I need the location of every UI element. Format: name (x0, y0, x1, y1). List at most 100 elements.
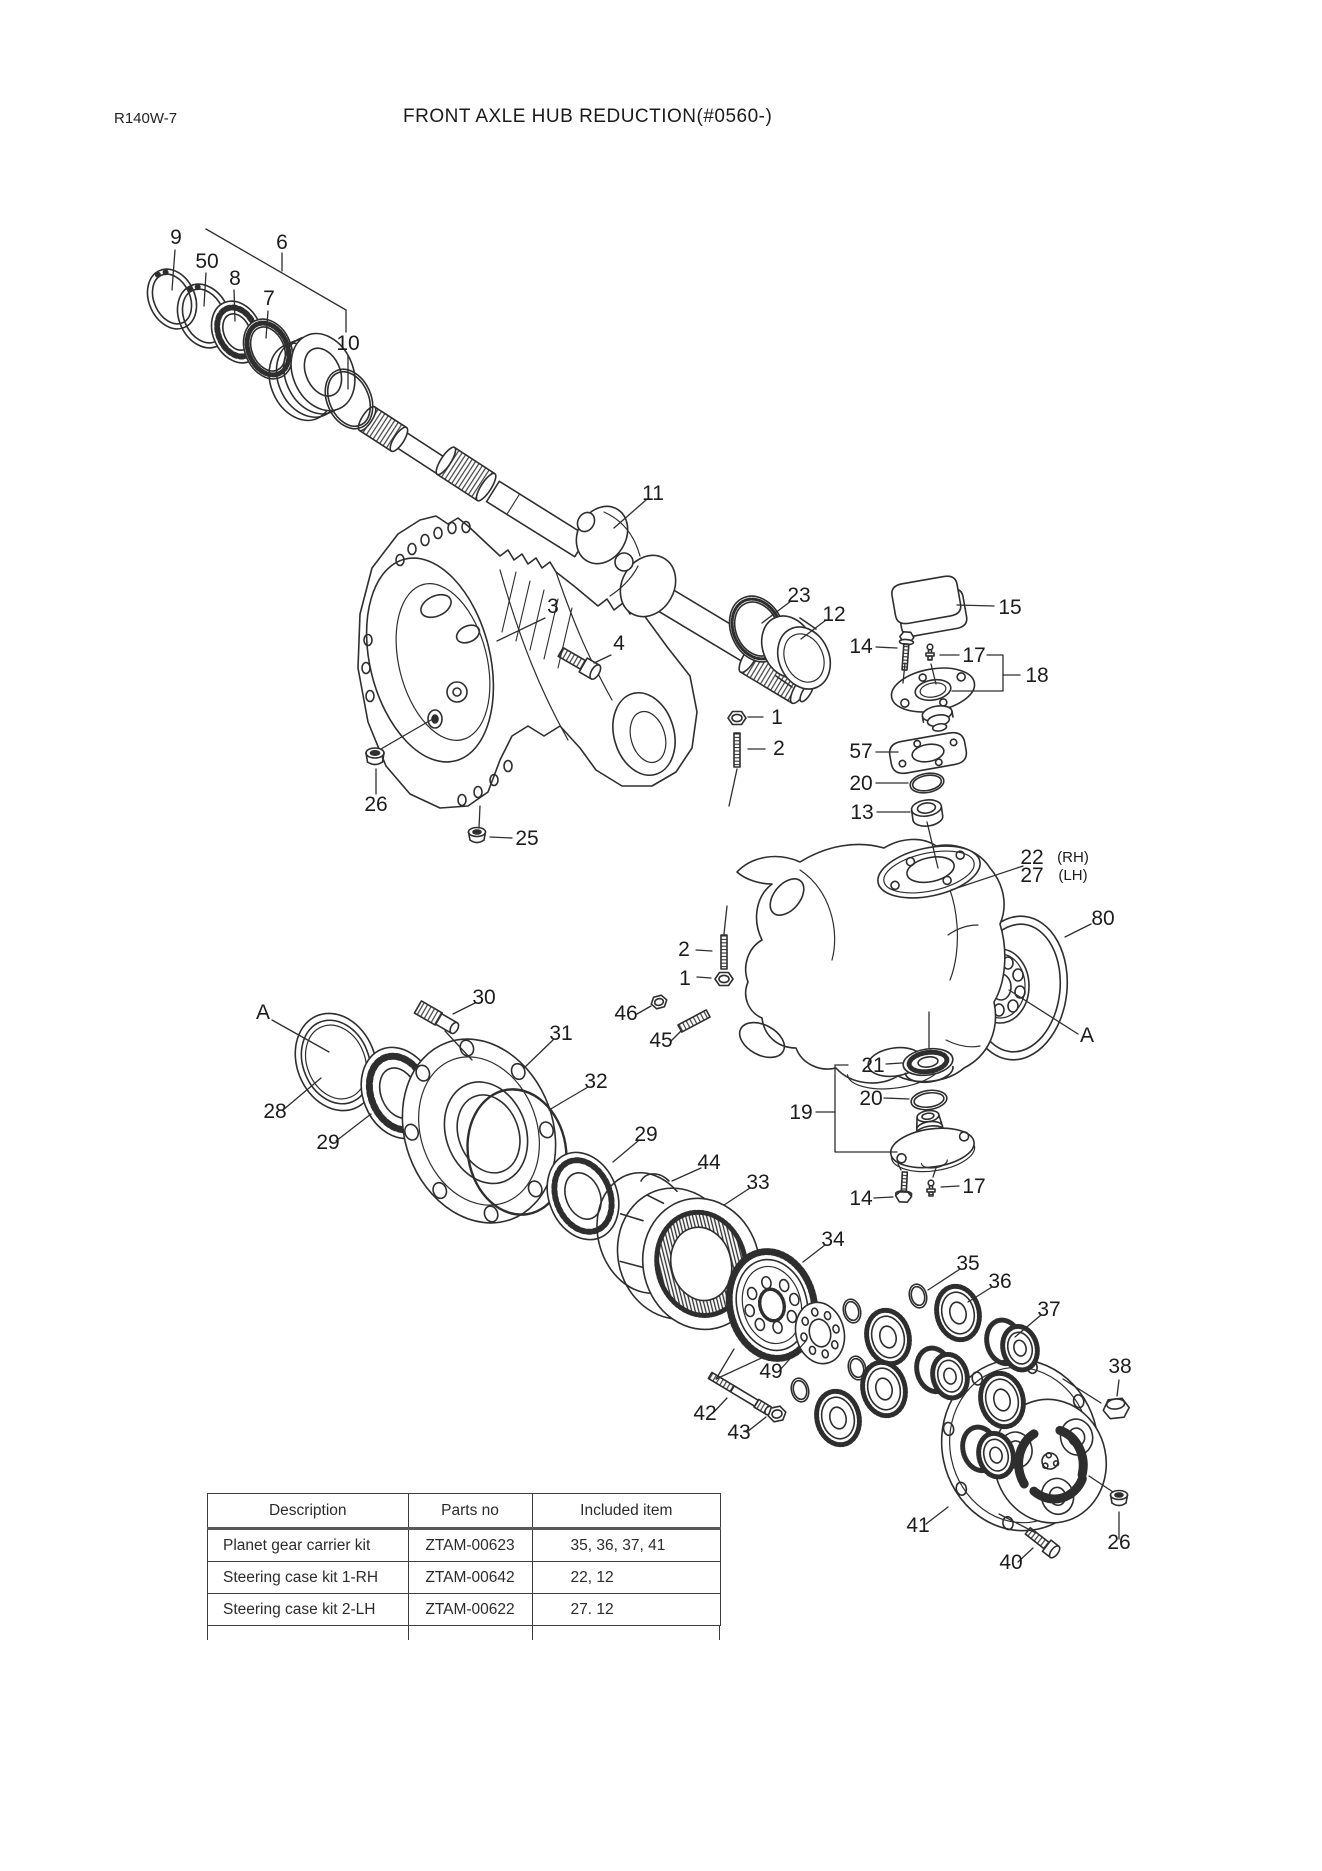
callout-30: 30 (472, 986, 495, 1009)
nut-1-mid (714, 971, 734, 987)
callout-labels: 9 50 8 6 7 10 11 23 12 15 14 17 18 3 4 1… (170, 226, 1132, 1574)
cell-parts-no: ZTAM-00622 (407, 1593, 533, 1626)
table-row: Steering case kit 2-LH ZTAM-00622 27. 12 (207, 1593, 722, 1626)
table-divider-stub (408, 1626, 410, 1640)
callout-21: 21 (861, 1054, 884, 1077)
callout-20-bottom: 20 (859, 1087, 882, 1110)
callout-46: 46 (614, 1002, 637, 1025)
kit-table-header-row: Description Parts no Included item (207, 1493, 722, 1530)
plug-26-left (365, 747, 385, 766)
callout-41: 41 (906, 1514, 929, 1537)
stud-45 (677, 1009, 711, 1033)
cell-included: 27. 12 (531, 1593, 722, 1626)
nut-1-top (727, 710, 747, 726)
callout-9: 9 (170, 226, 182, 249)
cap-15 (891, 575, 968, 637)
header-included-item: Included item (531, 1493, 722, 1530)
wheel-hub-31 (401, 1038, 557, 1224)
cell-description: Steering case kit 2-LH (207, 1593, 409, 1626)
callout-40: 40 (999, 1551, 1022, 1574)
callout-36: 36 (988, 1270, 1011, 1293)
callout-6: 6 (276, 231, 288, 254)
wheel-stud-30 (413, 1000, 460, 1035)
callout-42: 42 (693, 1402, 716, 1425)
bolt-42 (707, 1371, 773, 1416)
callout-19: 19 (789, 1101, 812, 1124)
callout-27: 27 (1020, 864, 1043, 887)
callout-26-left: 26 (364, 793, 387, 816)
o-ring-35-set (790, 1283, 928, 1403)
callout-27-side: (LH) (1058, 867, 1087, 884)
callout-26-right: 26 (1107, 1531, 1130, 1554)
o-ring-10 (324, 368, 374, 430)
callout-28: 28 (263, 1100, 286, 1123)
callout-11: 11 (642, 482, 664, 505)
seal-28 (294, 1012, 378, 1112)
o-ring-32 (466, 1088, 568, 1216)
callout-34: 34 (821, 1228, 845, 1251)
kit-table: Description Parts no Included item Plane… (207, 1493, 722, 1626)
header-description: Description (207, 1493, 409, 1530)
callout-43: 43 (727, 1421, 750, 1444)
callout-80: 80 (1091, 907, 1114, 930)
callout-23: 23 (787, 584, 810, 607)
callout-35: 35 (956, 1252, 979, 1275)
collar-6 (268, 332, 356, 422)
model-code: R140W-7 (114, 110, 178, 127)
callout-13: 13 (850, 801, 873, 824)
callout-33: 33 (746, 1171, 769, 1194)
callout-1-mid: 1 (679, 967, 691, 990)
callout-29-left: 29 (316, 1131, 339, 1154)
callout-a-left: A (256, 1001, 270, 1024)
grease-nipple-17-top (925, 643, 935, 661)
planet-gear-36-set (814, 1283, 1026, 1448)
callout-3: 3 (547, 595, 559, 618)
bolt-14-bottom (894, 1171, 913, 1203)
cell-included: 22, 12 (531, 1561, 722, 1594)
stud-2-top (733, 732, 741, 768)
callout-7: 7 (263, 287, 275, 310)
drive-shaft (357, 405, 815, 705)
nut-38 (1102, 1397, 1130, 1420)
callout-20-top: 20 (849, 772, 872, 795)
plug-25 (467, 826, 487, 844)
seal-7 (242, 318, 294, 380)
callout-17-top: 17 (962, 644, 985, 667)
o-ring-20-top (909, 772, 945, 794)
ring-gear-33 (616, 1187, 761, 1331)
plug-26-right (1109, 1489, 1129, 1507)
callout-4: 4 (613, 632, 625, 655)
callout-31: 31 (549, 1022, 572, 1045)
callout-14-top: 14 (849, 635, 873, 658)
callout-2-top: 2 (773, 737, 785, 760)
callout-12: 12 (822, 603, 845, 626)
cell-included: 35, 36, 37, 41 (531, 1528, 722, 1562)
bolt-14-top (898, 630, 915, 671)
callout-22: 22 (1020, 846, 1043, 869)
callout-18: 18 (1025, 664, 1048, 687)
bearing-ring-stack (146, 268, 374, 430)
callout-25: 25 (515, 827, 538, 850)
gasket-57 (888, 731, 968, 775)
callout-44: 44 (697, 1151, 721, 1174)
callout-8: 8 (229, 267, 241, 290)
table-edge-stub (207, 1626, 209, 1640)
nut-46 (650, 994, 668, 1010)
bushing-12 (760, 615, 832, 690)
callout-15: 15 (998, 596, 1021, 619)
cell-description: Steering case kit 1-RH (207, 1561, 409, 1594)
table-row: Steering case kit 1-RH ZTAM-00642 22, 12 (207, 1561, 722, 1594)
roller-bearing-37-set (914, 1317, 1040, 1480)
thrust-washer-49 (794, 1301, 846, 1365)
stud-2-mid (720, 934, 728, 970)
callout-32: 32 (584, 1070, 607, 1093)
callout-45: 45 (649, 1029, 672, 1052)
cell-parts-no: ZTAM-00623 (407, 1528, 533, 1562)
nut-43 (767, 1405, 787, 1423)
callout-14-bottom: 14 (849, 1187, 873, 1210)
callout-17-bottom: 17 (962, 1175, 985, 1198)
ring-gear-hub-34 (725, 1248, 819, 1362)
callout-a-right: A (1080, 1024, 1094, 1047)
